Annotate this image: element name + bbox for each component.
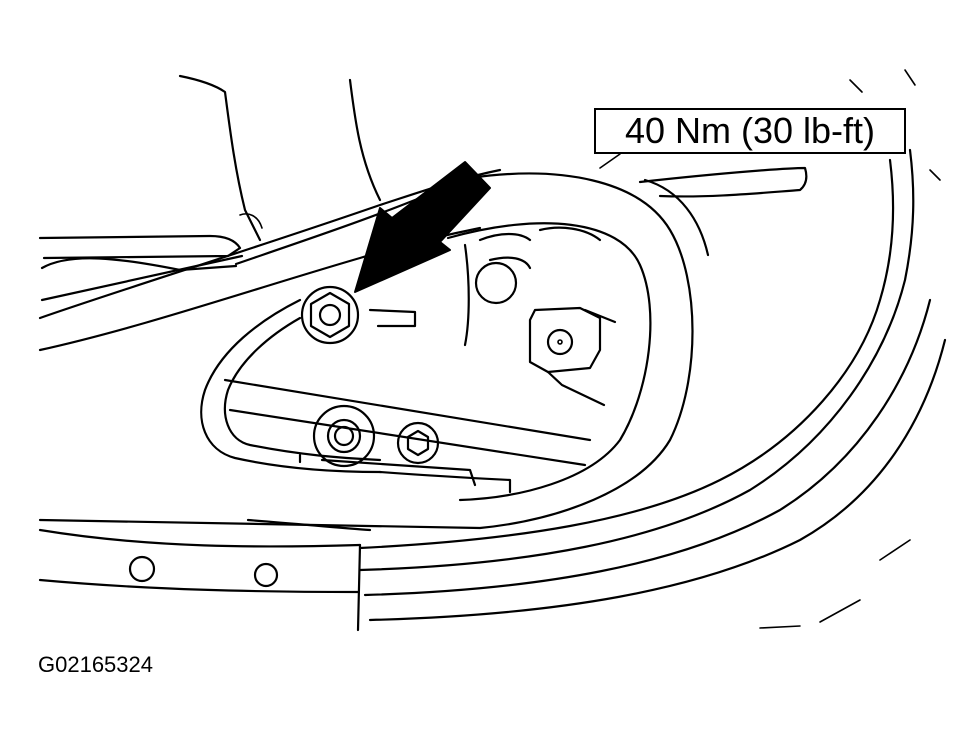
torque-spec-callout: 40 Nm (30 lb-ft) [594,108,906,154]
rail-hole-right [253,562,279,588]
lower-rail [38,518,372,632]
arrow-pointer-icon [354,161,491,293]
screw-icon [546,328,574,356]
clip-bracket [528,306,617,407]
bolt-icon [300,285,360,345]
upper-body-structure [38,74,382,302]
wheel-arch [358,69,947,629]
bracket-opening [474,261,518,305]
rail-hole-left [128,555,156,583]
mount-bracket [200,226,602,494]
lower-bolts [312,404,440,468]
callout-leader [599,153,621,169]
lower-bolt-right [396,421,440,465]
curved-frame-member [38,166,808,530]
figure-id: G02165324 [38,652,153,677]
lower-bolt-left [312,404,376,468]
